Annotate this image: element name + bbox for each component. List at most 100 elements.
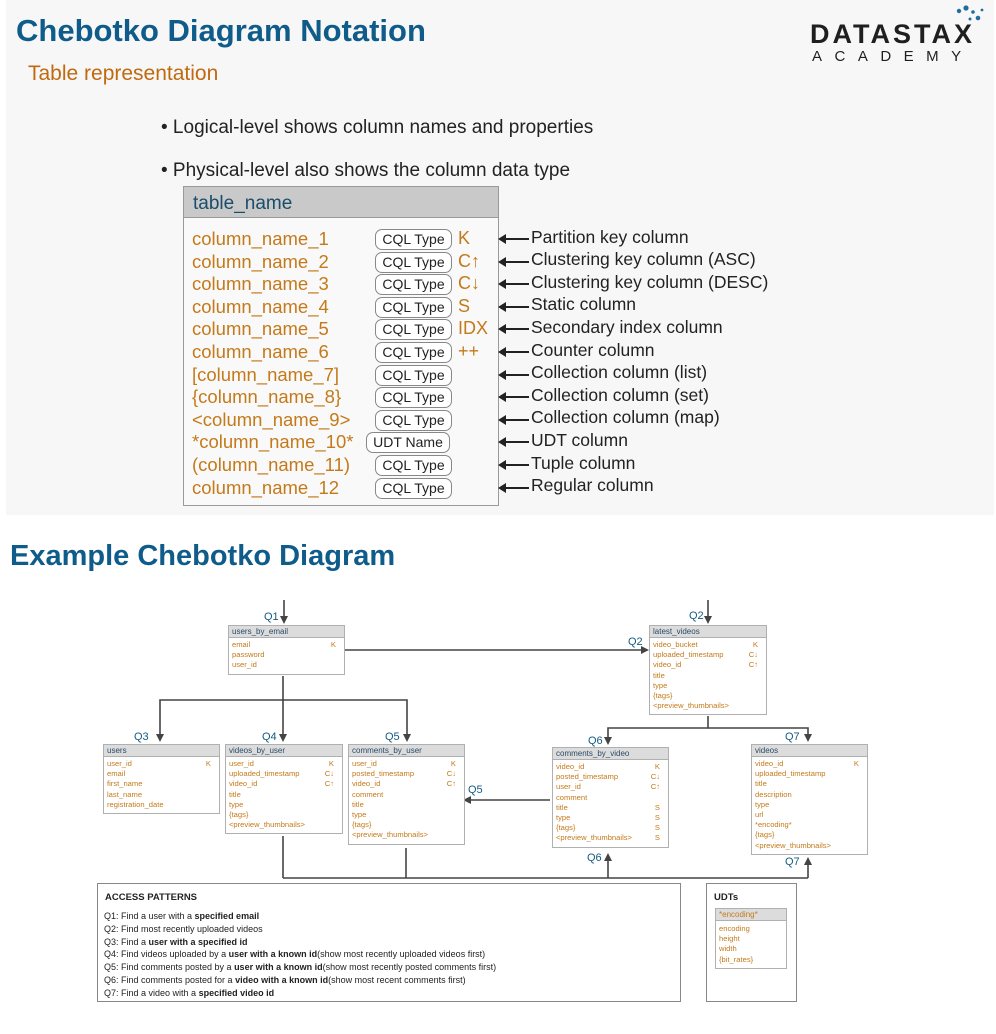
column-name: title xyxy=(556,802,568,812)
column-name: email xyxy=(232,640,251,649)
column-name: title xyxy=(653,670,665,680)
access-pattern-line: Q5: Find comments posted by a user with … xyxy=(104,962,496,972)
column-symbol: IDX xyxy=(458,318,489,339)
column-key: C↓ xyxy=(650,772,660,782)
cql-type-pill: CQL Type xyxy=(375,251,452,273)
column-key: C↓ xyxy=(748,650,758,660)
access-pattern-text: user with a specified id xyxy=(148,936,248,947)
table-column-row: description xyxy=(752,790,867,800)
access-pattern-text: Q2: Find most recently uploaded videos xyxy=(104,923,263,934)
arrow-icon xyxy=(498,256,529,267)
column-name: user_id xyxy=(232,660,257,670)
column-name: first_name xyxy=(107,779,143,789)
column-name: [column_name_7] xyxy=(192,363,340,385)
udts-heading: UDTs xyxy=(714,892,739,903)
access-pattern-line: Q4: Find videos uploaded by a user with … xyxy=(104,949,485,959)
column-description: Clustering key column (DESC) xyxy=(531,271,769,292)
column-name: user_id xyxy=(556,782,581,792)
column-name: user_id xyxy=(229,759,254,768)
column-name: user_id xyxy=(352,759,377,768)
query-label-q7: Q7 xyxy=(785,731,800,743)
column-name: *column_name_10* xyxy=(192,431,354,453)
table-column-row: <preview_thumbnails> xyxy=(752,841,867,851)
column-name: posted_timestamp xyxy=(352,769,415,779)
logo-academy: ACADEMY xyxy=(812,48,974,65)
column-name: *encoding* xyxy=(755,820,792,830)
column-name: registration_date xyxy=(107,799,164,809)
column-row: column_name_12 CQL Type xyxy=(184,477,498,499)
column-row: (column_name_11)CQL Type xyxy=(184,454,498,476)
table-column-row: title xyxy=(650,671,766,681)
column-key: K xyxy=(205,759,211,768)
logo-datastax: DATASTAX xyxy=(810,19,975,49)
column-name: email xyxy=(107,769,126,779)
column-key: C↑ xyxy=(748,660,758,670)
column-description: Static column xyxy=(531,294,637,315)
column-symbol: S xyxy=(458,295,471,316)
access-pattern-text: (show most recently uploaded videos firs… xyxy=(317,949,486,960)
query-label-q5: Q5 xyxy=(468,784,483,796)
query-label-q5: Q5 xyxy=(385,731,400,743)
table-column-row: password xyxy=(229,650,344,660)
column-name: {tags} xyxy=(352,820,372,830)
udt-field: width xyxy=(719,944,737,954)
query-label-q1: Q1 xyxy=(264,611,279,623)
cql-type-pill: CQL Type xyxy=(375,296,452,318)
column-name: <preview_thumbnails> xyxy=(556,833,632,843)
access-pattern-line: Q6: Find comments posted for a video wit… xyxy=(104,975,466,985)
column-name: title xyxy=(229,789,241,799)
table-column-row: uploaded_timestamp xyxy=(752,769,867,779)
table-column-row: title xyxy=(349,800,464,810)
arrow-icon xyxy=(498,347,529,357)
table-column-row: user_id xyxy=(229,660,344,670)
column-key: C↓ xyxy=(446,769,456,779)
column-row: {column_name_8}CQL Type xyxy=(184,386,498,409)
table-column-row: type xyxy=(650,681,766,691)
udt-field: encoding xyxy=(719,924,750,933)
query-label-q4: Q4 xyxy=(262,731,277,743)
column-name: <preview_thumbnails> xyxy=(755,840,831,850)
access-pattern-text: Q7: Find a video with a xyxy=(104,987,199,998)
column-name: video_id xyxy=(229,779,258,789)
access-pattern-text: Q4: Find videos uploaded by a xyxy=(104,949,229,960)
table-header: users xyxy=(104,745,219,757)
column-name: column_name_5 xyxy=(192,318,329,340)
column-key: S xyxy=(654,823,660,833)
column-name: column_name_2 xyxy=(192,250,329,272)
column-description: Partition key column xyxy=(531,226,689,247)
udt-field: {bit_rates} xyxy=(719,954,754,964)
access-patterns-heading: ACCESS PATTERNS xyxy=(105,892,198,903)
arrow-icon xyxy=(498,414,529,425)
table-column-row: comment xyxy=(553,793,668,803)
column-symbol: ++ xyxy=(458,341,480,361)
access-pattern-text: user with a known id xyxy=(228,949,318,960)
table-header: latest_videos xyxy=(650,626,766,638)
table-column-row: {tags} xyxy=(650,691,766,701)
column-name: column_name_6 xyxy=(192,341,329,362)
column-description: Secondary index column xyxy=(531,316,723,337)
column-key: K xyxy=(330,640,336,649)
table-column-row: type xyxy=(349,810,464,820)
table-column-row: *encoding* xyxy=(752,820,867,830)
column-name: uploaded_timestamp xyxy=(653,650,724,660)
column-row: *column_name_10*UDT Name xyxy=(184,431,498,454)
query-label-q7: Q7 xyxy=(785,856,800,868)
cql-type-pill: CQL Type xyxy=(375,477,452,499)
page-title: Chebotko Diagram Notation xyxy=(16,13,426,48)
table-column-row: type xyxy=(752,800,867,810)
table-column-row: {tags} xyxy=(226,810,342,820)
column-name: column_name_12 xyxy=(192,476,340,498)
udt-field: height xyxy=(719,934,740,944)
column-key: K xyxy=(450,759,456,768)
